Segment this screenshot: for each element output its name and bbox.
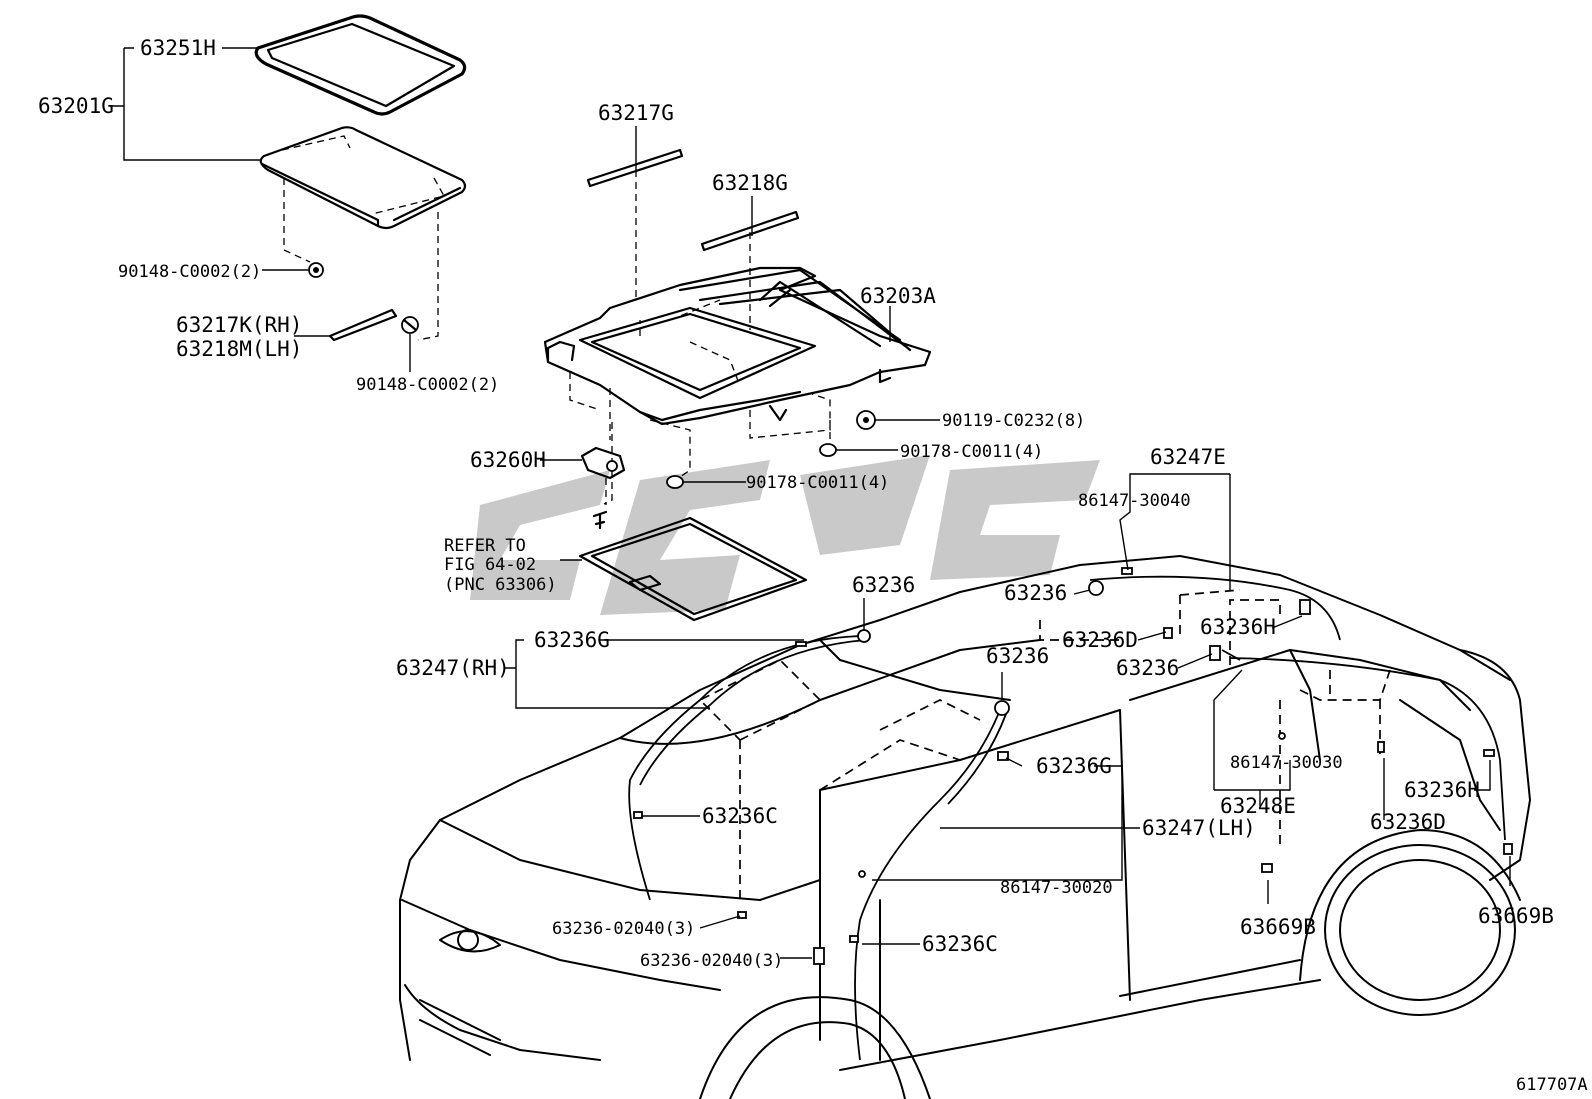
part-labels: 63251H 63201G 90148-C0002(2) 63217K(RH) … bbox=[38, 36, 1588, 1095]
label-86147-30030: 86147-30030 bbox=[1230, 753, 1343, 773]
label-63218M: 63218M(LH) bbox=[176, 337, 302, 361]
clip-90148-a bbox=[308, 262, 324, 278]
deflector-63217K bbox=[328, 308, 398, 342]
label-86147-30040: 86147-30040 bbox=[1078, 491, 1191, 511]
label-63247E: 63247E bbox=[1150, 445, 1226, 469]
label-refer-line-2: FIG 64-02 bbox=[444, 555, 536, 575]
label-86147-30020: 86147-30020 bbox=[1000, 878, 1113, 898]
sunroof-glass-panel bbox=[259, 126, 467, 230]
label-63201G: 63201G bbox=[38, 94, 114, 118]
car-dash-lines bbox=[698, 589, 1391, 900]
label-63247RH: 63247(RH) bbox=[396, 656, 510, 680]
drain-hose-rh bbox=[628, 635, 867, 901]
label-63248E: 63248E bbox=[1220, 794, 1296, 818]
label-refer-line-1: REFER TO bbox=[444, 536, 526, 556]
label-63236C-b: 63236C bbox=[922, 932, 998, 956]
frame-dash-guides bbox=[569, 299, 831, 505]
watermark-logo bbox=[470, 455, 1100, 615]
sunroof-motor-63260H bbox=[580, 446, 626, 530]
label-63218G: 63218G bbox=[712, 171, 788, 195]
drain-hose-rear bbox=[1089, 575, 1506, 841]
label-63217K: 63217K(RH) bbox=[176, 313, 302, 337]
label-90148-a: 90148-C0002(2) bbox=[118, 262, 261, 282]
label-63236-02040-b: 63236-02040(3) bbox=[640, 951, 783, 971]
label-63236G-a: 63236G bbox=[534, 628, 610, 652]
label-63247LH: 63247(LH) bbox=[1142, 816, 1256, 840]
label-63669B-a: 63669B bbox=[1240, 915, 1316, 939]
label-90178-a: 90178-C0011(4) bbox=[900, 442, 1043, 462]
car-body-outline bbox=[399, 555, 1531, 1099]
glass-dash-guides bbox=[283, 178, 439, 341]
label-63669B-b: 63669B bbox=[1478, 904, 1554, 928]
label-63251H: 63251H bbox=[140, 36, 216, 60]
nut-90178-b bbox=[666, 475, 684, 489]
label-63236-02040-a: 63236-02040(3) bbox=[552, 919, 695, 939]
drain-hose-lh bbox=[854, 709, 1007, 1061]
label-90178-b: 90178-C0011(4) bbox=[746, 473, 889, 493]
label-63203A: 63203A bbox=[860, 284, 936, 308]
label-63236D-b: 63236D bbox=[1370, 810, 1446, 834]
label-63236H-a: 63236H bbox=[1200, 615, 1276, 639]
sunshade-assembly bbox=[578, 516, 808, 622]
clip-90148-b bbox=[401, 316, 419, 334]
label-63236H-b: 63236H bbox=[1404, 778, 1480, 802]
label-63236-top: 63236 bbox=[852, 573, 915, 597]
weatherstrip-63251H bbox=[254, 14, 467, 116]
label-refer-line-3: (PNC 63306) bbox=[444, 575, 557, 595]
sunroof-frame-63203A bbox=[543, 266, 932, 426]
label-63236-b: 63236 bbox=[986, 644, 1049, 668]
label-63236D-a: 63236D bbox=[1062, 628, 1138, 652]
figure-number: 617707A bbox=[1516, 1075, 1588, 1095]
label-63217G: 63217G bbox=[598, 101, 674, 125]
molding-63218G bbox=[700, 210, 800, 330]
leader-lines bbox=[110, 47, 1511, 959]
label-63236-c: 63236 bbox=[1116, 656, 1179, 680]
label-90148-b: 90148-C0002(2) bbox=[356, 375, 499, 395]
nut-90119 bbox=[856, 410, 876, 430]
label-63260H: 63260H bbox=[470, 448, 546, 472]
label-63236C-a: 63236C bbox=[702, 804, 778, 828]
label-63236G-b: 63236G bbox=[1036, 754, 1112, 778]
label-90119: 90119-C0232(8) bbox=[942, 411, 1085, 431]
molding-63217G bbox=[586, 148, 684, 300]
grommet-markers bbox=[633, 567, 1513, 965]
label-63236-a: 63236 bbox=[1004, 581, 1067, 605]
nut-90178-a bbox=[819, 443, 837, 457]
